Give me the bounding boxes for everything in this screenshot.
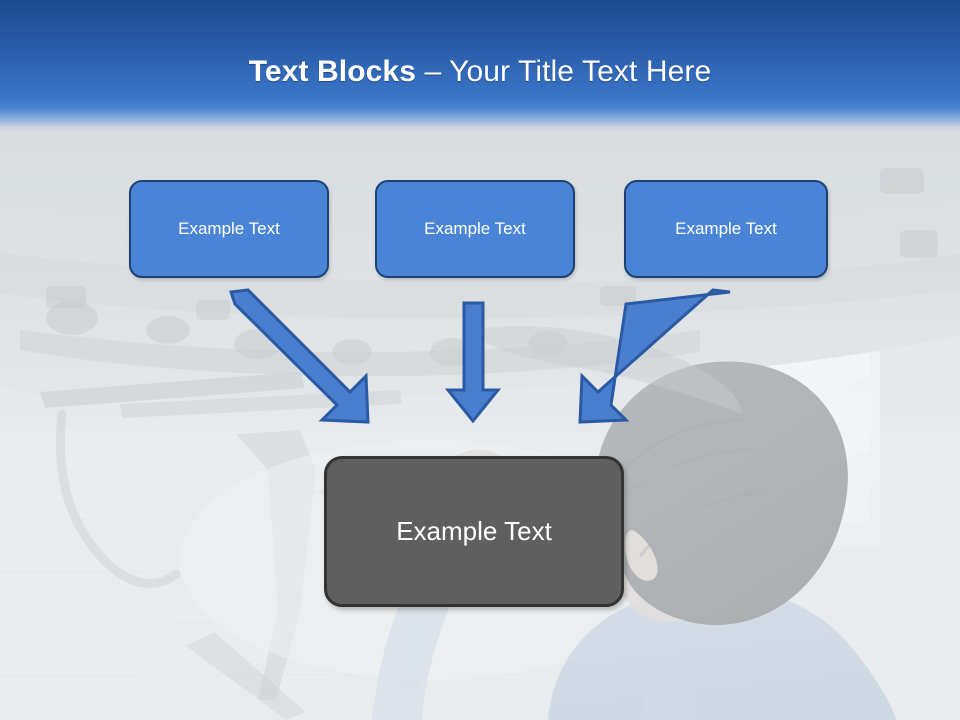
page-title-regular: – Your Title Text Here [424,55,712,88]
title-band [0,0,960,132]
result-box[interactable]: Example Text [324,456,624,607]
source-box-1[interactable]: Example Text [129,180,329,278]
source-box-2-label: Example Text [424,219,526,238]
source-box-1-label: Example Text [178,219,280,238]
page-title-bold: Text Blocks [248,55,425,88]
source-box-2[interactable]: Example Text [375,180,575,278]
source-box-3-label: Example Text [675,219,777,238]
page-title: Text Blocks – Your Title Text Here [0,53,960,91]
source-box-3[interactable]: Example Text [624,180,828,278]
result-box-label: Example Text [396,516,552,546]
